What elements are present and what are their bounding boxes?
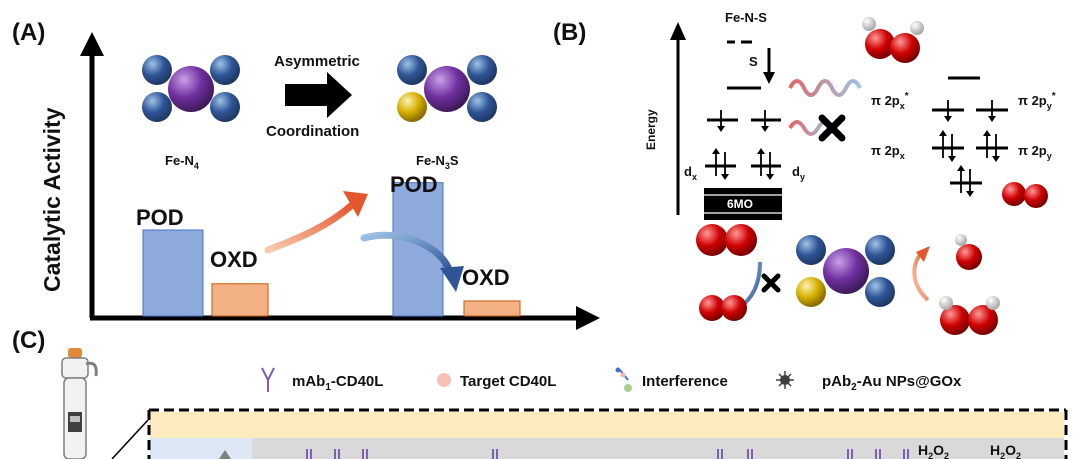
oxd-decrease-arrowhead bbox=[440, 266, 464, 292]
h2o2-molecule-top bbox=[862, 17, 924, 63]
fe-n4-molecule bbox=[142, 55, 240, 122]
pod-increase-arrowhead bbox=[343, 191, 368, 217]
sensor-zoom-box bbox=[147, 408, 1068, 459]
fe-n4-label: Fe-N4 bbox=[165, 153, 199, 171]
h2o2-label-1: H2O2 bbox=[918, 442, 949, 459]
zoom-connector-line bbox=[111, 419, 149, 459]
fe-n3s-molecule-b bbox=[796, 235, 895, 307]
sulfur-atom bbox=[397, 92, 427, 122]
water-molecule bbox=[955, 234, 982, 270]
h2o2-label-2: H2O2 bbox=[990, 442, 1021, 459]
pipette-icon bbox=[61, 348, 98, 459]
legend-pab2: pAb2-Au NPs@GOx bbox=[822, 373, 962, 393]
coordination-arrow bbox=[285, 72, 352, 118]
o2-molecule-bottom bbox=[699, 295, 747, 321]
dy-label: dy bbox=[792, 164, 805, 182]
surface-marker bbox=[219, 450, 231, 459]
y-axis-label: Catalytic Activity bbox=[39, 107, 65, 292]
o2-molecule-left bbox=[696, 224, 757, 256]
surface-antibodies bbox=[306, 449, 909, 459]
bar-label-oxd-3: OXD bbox=[462, 265, 510, 290]
pi-2px-star-label: π 2px* bbox=[871, 91, 909, 111]
legend-target: Target CD40L bbox=[460, 373, 556, 390]
pod-increase-arrow bbox=[264, 201, 356, 254]
sulfur-atom bbox=[796, 277, 826, 307]
s-shift-arrow bbox=[763, 48, 775, 84]
h2o2-molecule-bottom bbox=[939, 296, 1000, 335]
legend-mab1: mAb1-CD40L bbox=[292, 373, 383, 393]
six-mo-stack bbox=[704, 188, 782, 220]
iron-atom bbox=[823, 248, 869, 294]
nanoparticle-icon bbox=[776, 371, 794, 389]
nitrogen-atom bbox=[142, 92, 172, 122]
s-label: S bbox=[749, 54, 758, 69]
pi-2py-star-label: π 2py* bbox=[1018, 91, 1056, 111]
coordination-label: Coordination bbox=[266, 123, 359, 140]
bar-label-pod-2: POD bbox=[390, 172, 438, 197]
product-release-arrow bbox=[912, 250, 930, 302]
bar-oxd-1 bbox=[211, 283, 269, 317]
target-protein-icon bbox=[437, 373, 451, 387]
fe-n3s-label: Fe-N3S bbox=[416, 153, 459, 171]
panel-a-axes bbox=[80, 32, 600, 330]
nitrogen-atom bbox=[865, 277, 895, 307]
blocked-x-icon bbox=[761, 273, 781, 293]
bar-oxd-3 bbox=[463, 300, 521, 317]
bar-pod-0 bbox=[142, 229, 204, 317]
electron-arrows-fe bbox=[712, 110, 774, 180]
nitrogen-atom bbox=[467, 92, 497, 122]
o2-pi-levels bbox=[932, 76, 1008, 185]
antibody-icon bbox=[261, 367, 275, 392]
pi-2py-label: π 2py bbox=[1018, 143, 1052, 161]
o2-molecule-right bbox=[1002, 182, 1048, 208]
nitrogen-atom bbox=[397, 55, 427, 85]
bar-label-pod-0: POD bbox=[136, 205, 184, 230]
asymmetric-label: Asymmetric bbox=[274, 53, 360, 70]
product-release-arrowhead bbox=[916, 246, 930, 262]
panel-label-a: (A) bbox=[12, 19, 45, 46]
energy-label: Energy bbox=[644, 109, 658, 150]
legend-interference: Interference bbox=[642, 373, 728, 390]
nitrogen-atom bbox=[210, 92, 240, 122]
nitrogen-atom bbox=[210, 55, 240, 85]
oxd-decrease-arrow bbox=[360, 231, 454, 276]
block-x-icon bbox=[818, 114, 846, 142]
nitrogen-atom bbox=[865, 235, 895, 265]
interference-icon bbox=[615, 367, 632, 392]
fe-n-s-label: Fe-N-S bbox=[725, 10, 767, 25]
electron-arrows-o2 bbox=[939, 100, 1000, 197]
bar-label-oxd-1: OXD bbox=[210, 247, 258, 272]
nitrogen-atom bbox=[467, 55, 497, 85]
nitrogen-atom bbox=[142, 55, 172, 85]
fe-n3s-molecule bbox=[397, 55, 497, 122]
iron-atom bbox=[424, 66, 470, 112]
activity-bars: POD OXD POD OXD bbox=[136, 172, 521, 317]
pi-2px-label: π 2px bbox=[871, 143, 905, 161]
dx-label: dx bbox=[684, 164, 697, 182]
panel-label-c: (C) bbox=[12, 327, 45, 354]
iron-atom bbox=[168, 66, 214, 112]
legend: mAb1-CD40L Target CD40L Interference pAb… bbox=[261, 367, 962, 393]
energy-axis bbox=[670, 22, 686, 215]
nitrogen-atom bbox=[796, 235, 826, 265]
fe-n-s-levels bbox=[705, 40, 781, 168]
six-mo-label: 6MO bbox=[727, 197, 753, 211]
panel-label-b: (B) bbox=[553, 19, 586, 46]
orbital-overlap-wave bbox=[788, 79, 862, 97]
